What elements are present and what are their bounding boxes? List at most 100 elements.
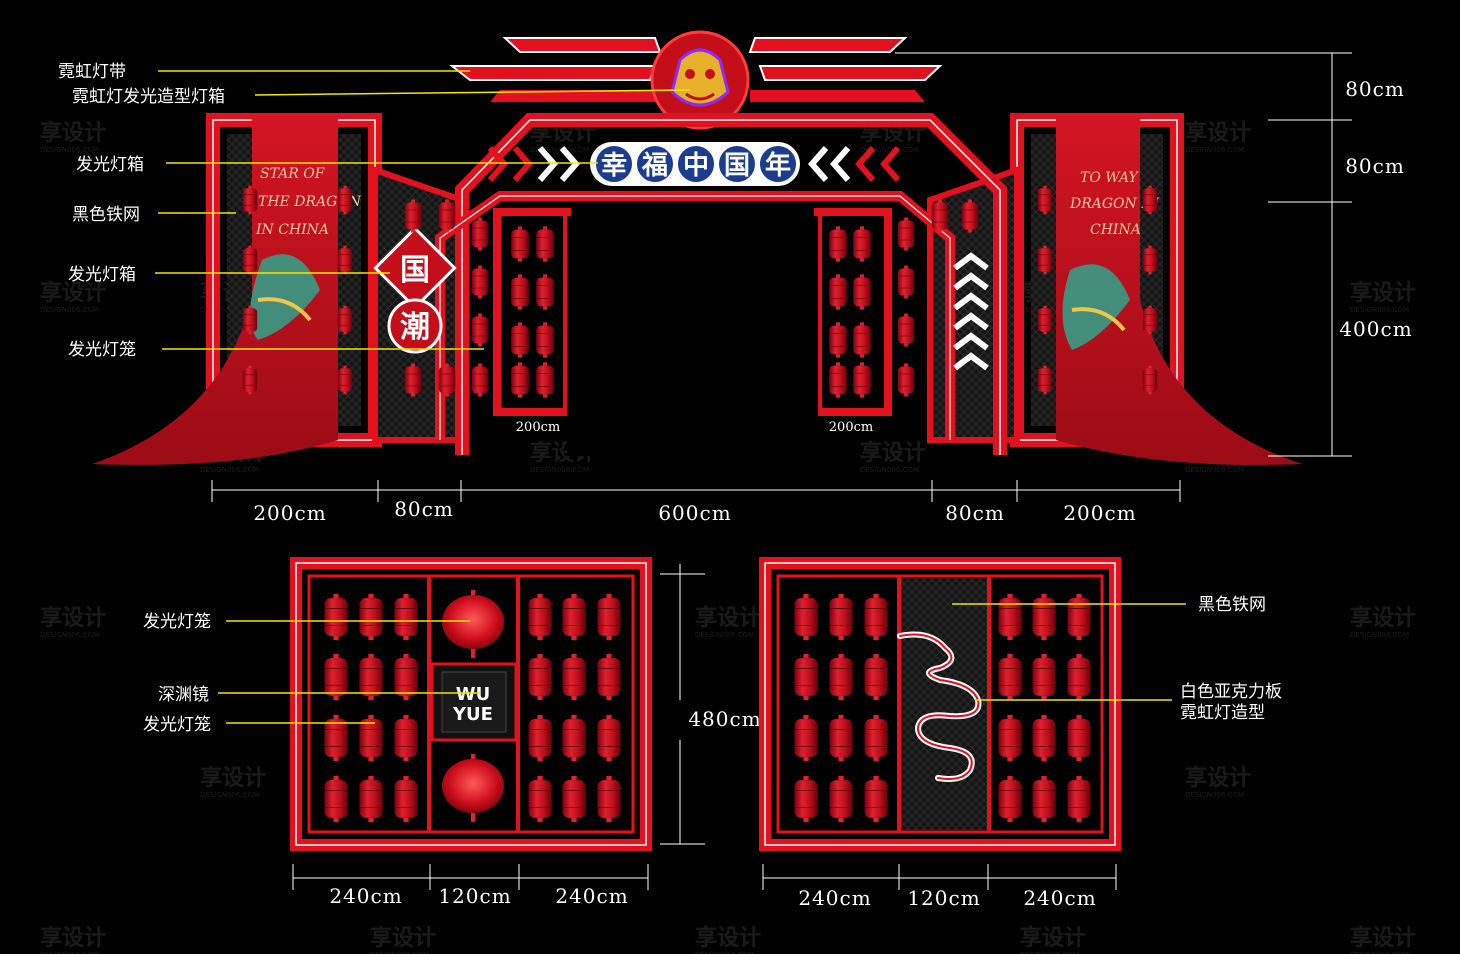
lantern-icon <box>561 653 587 701</box>
watermark-text: 享设计 <box>860 440 926 466</box>
lantern-icon <box>863 593 889 641</box>
lantern-icon <box>535 225 555 263</box>
lantern-icon <box>527 593 553 641</box>
lantern-icon <box>1142 305 1158 335</box>
lantern-icon <box>471 265 489 299</box>
lantern-icon <box>828 225 848 263</box>
dim-80-right: 80cm <box>945 501 1005 525</box>
lantern-icon <box>393 593 419 641</box>
pr-dim-240-left: 240cm <box>798 886 871 910</box>
lantern-icon <box>1031 714 1057 762</box>
watermark-sub: DESIGN006.COM <box>200 791 259 799</box>
lantern-icon <box>1037 365 1053 395</box>
lantern-icon <box>1066 714 1092 762</box>
lantern-icon <box>561 714 587 762</box>
watermark-sub: DESIGN006.COM <box>1350 306 1409 314</box>
watermark-text: 享设计 <box>1350 605 1416 631</box>
title-char-2: 福 <box>641 151 668 181</box>
dim-80-top: 80cm <box>1345 77 1405 101</box>
lantern-icon <box>793 775 819 823</box>
lantern-icon <box>1066 593 1092 641</box>
pl-dim-240-right: 240cm <box>555 884 628 908</box>
lantern-icon <box>561 775 587 823</box>
lantern-icon <box>596 593 622 641</box>
lantern-icon <box>793 593 819 641</box>
watermark-sub: DESIGN006.COM <box>1350 951 1409 954</box>
lantern-icon <box>438 363 456 397</box>
watermark-sub: DESIGN006.COM <box>40 951 99 954</box>
callout-abyss-mirror: 深渊镜 <box>158 685 209 705</box>
watermark-sub: DESIGN006.COM <box>860 146 919 154</box>
pl-dim-120: 120cm <box>438 884 511 908</box>
arch-callouts: 霓虹灯带 霓虹灯发光造型灯箱 发光灯箱 黑色铁网 发光灯箱 发光灯笼 <box>58 62 691 360</box>
lantern-icon <box>510 225 530 263</box>
lantern-icon <box>471 363 489 397</box>
lantern-icon <box>828 321 848 359</box>
lantern-icon <box>527 714 553 762</box>
mirror-text-1: WU <box>456 684 490 705</box>
title-char-1: 幸 <box>601 151 627 181</box>
dim-600: 600cm <box>658 501 731 525</box>
callout-black-mesh: 黑色铁网 <box>72 205 140 225</box>
dragon-banner-right <box>1056 118 1302 465</box>
lantern-icon <box>323 714 349 762</box>
pl-dim-480: 480cm <box>688 707 761 731</box>
watermark-sub: DESIGN006.COM <box>40 631 99 639</box>
lantern-icon <box>997 593 1023 641</box>
lantern-icon <box>510 321 530 359</box>
watermark-sub: DESIGN006.COM <box>1185 791 1244 799</box>
lantern-icon <box>358 714 384 762</box>
watermark-sub: DESIGN006.COM <box>530 146 589 154</box>
lantern-icon <box>897 313 915 347</box>
panel-right-callouts: 黑色铁网 白色亚克力板 霓虹灯造型 <box>952 595 1282 723</box>
lantern-icon <box>337 365 353 395</box>
lantern-icon <box>852 225 872 263</box>
lantern-icon <box>1142 185 1158 215</box>
lantern-icon <box>1037 185 1053 215</box>
lantern-icon <box>897 265 915 299</box>
lantern-icon <box>828 361 848 399</box>
banner-left-line-1: STAR OF <box>260 166 326 182</box>
lantern-icon <box>323 775 349 823</box>
lantern-icon <box>323 593 349 641</box>
watermark-text: 享设计 <box>695 605 761 631</box>
arch-right-dimensions: 80cm 80cm 400cm <box>895 52 1412 457</box>
lantern-icon <box>793 653 819 701</box>
lantern-icon <box>931 199 949 233</box>
lantern-icon <box>852 273 872 311</box>
lantern-icon <box>828 775 854 823</box>
watermark-sub: DESIGN006.COM <box>40 146 99 154</box>
watermark-sub: DESIGN006.COM <box>695 631 754 639</box>
guochao-sign: 国 潮 <box>373 226 457 354</box>
watermark-text: 享设计 <box>40 925 106 951</box>
lantern-icon <box>997 714 1023 762</box>
callout-lantern: 发光灯笼 <box>68 340 136 360</box>
panel-right-dimensions: 240cm 120cm 240cm <box>762 864 1117 910</box>
lantern-icon <box>510 273 530 311</box>
watermark-text: 享设计 <box>200 765 266 791</box>
watermark-sub: DESIGN006.COM <box>200 466 259 474</box>
lantern-icon <box>242 185 258 215</box>
chevron-right-icon <box>487 146 580 182</box>
dim-200-right: 200cm <box>1063 501 1136 525</box>
callout-black-mesh-2: 黑色铁网 <box>1198 595 1266 615</box>
watermark-text: 享设计 <box>40 120 106 146</box>
lantern-icon <box>337 245 353 275</box>
pr-dim-240-right: 240cm <box>1023 886 1096 910</box>
lantern-icon <box>404 199 422 233</box>
title-char-4: 国 <box>724 151 750 181</box>
lantern-icon <box>535 321 555 359</box>
dragon-icon <box>249 254 320 340</box>
lantern-icon <box>1037 305 1053 335</box>
callout-neon-strip: 霓虹灯带 <box>58 62 126 82</box>
watermark-text: 享设计 <box>1350 280 1416 306</box>
arch-bottom-dimensions: 200cm 80cm 600cm 80cm 200cm <box>211 480 1181 525</box>
lantern-icon <box>242 245 258 275</box>
panel-right <box>759 557 1121 851</box>
watermark-text: 享设计 <box>695 925 761 951</box>
watermark-sub: DESIGN006.COM <box>695 951 754 954</box>
lantern-icon <box>337 305 353 335</box>
lantern-icon <box>897 363 915 397</box>
side-char-1: 国 <box>400 253 430 288</box>
